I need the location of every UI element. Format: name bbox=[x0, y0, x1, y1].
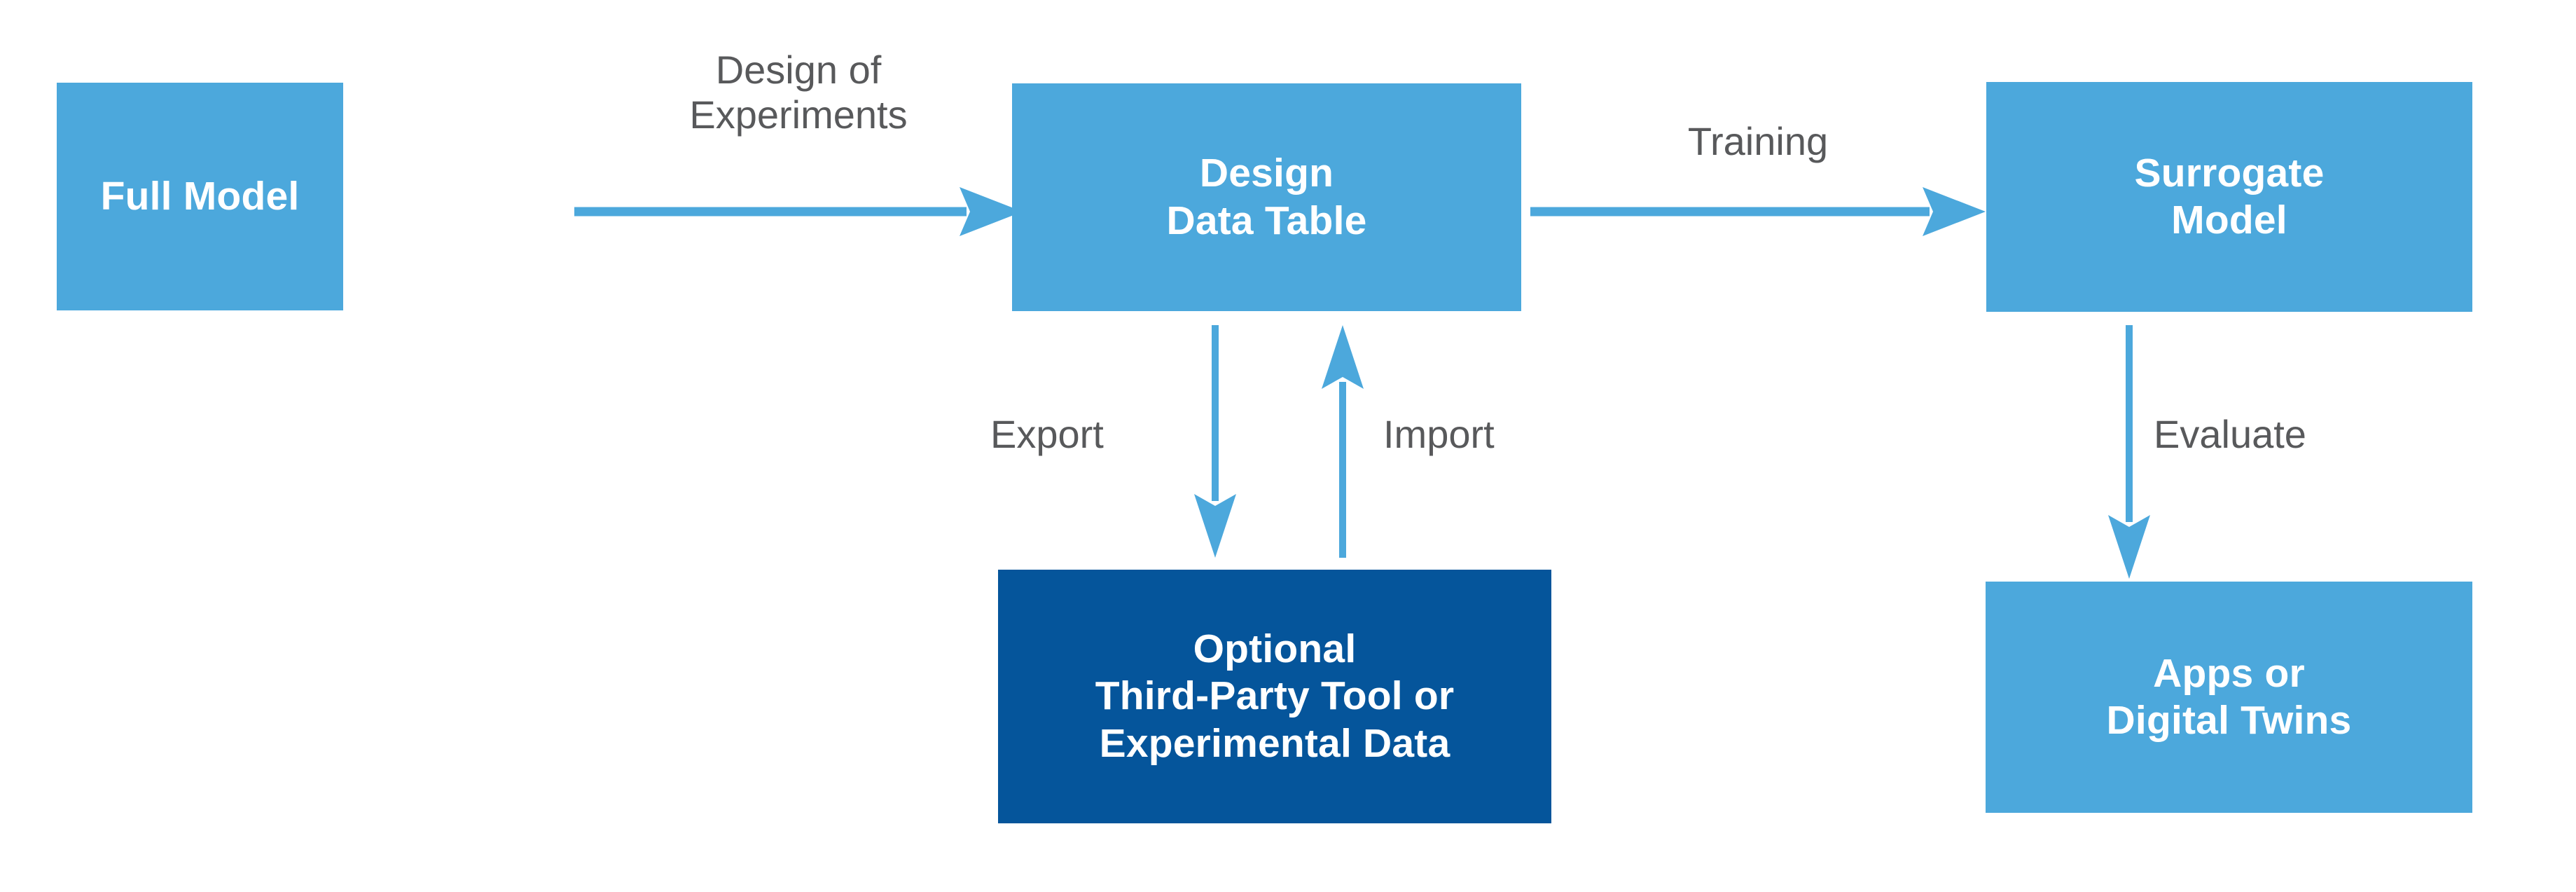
node-apps-or-digital-twins: Apps or Digital Twins bbox=[1986, 582, 2472, 813]
edge-label-import: Import bbox=[1383, 412, 1495, 456]
edge-label-training: Training bbox=[1687, 119, 1829, 163]
edge-label-design-of-experiments: Design of Experiments bbox=[689, 48, 908, 137]
arrow-down-export bbox=[1194, 325, 1236, 558]
node-full-model: Full Model bbox=[57, 83, 343, 310]
node-surrogate-model: Surrogate Model bbox=[1986, 82, 2472, 312]
arrow-right-design-of-experiments bbox=[574, 187, 1023, 236]
edge-label-evaluate: Evaluate bbox=[2154, 412, 2306, 456]
node-optional-third-party-tool: Optional Third-Party Tool or Experimenta… bbox=[998, 570, 1551, 823]
arrow-up-import bbox=[1322, 325, 1364, 558]
node-design-data-table: Design Data Table bbox=[1012, 83, 1521, 311]
edge-label-export: Export bbox=[990, 412, 1104, 456]
arrow-down-evaluate bbox=[2108, 325, 2150, 579]
arrow-right-training bbox=[1530, 187, 1986, 236]
